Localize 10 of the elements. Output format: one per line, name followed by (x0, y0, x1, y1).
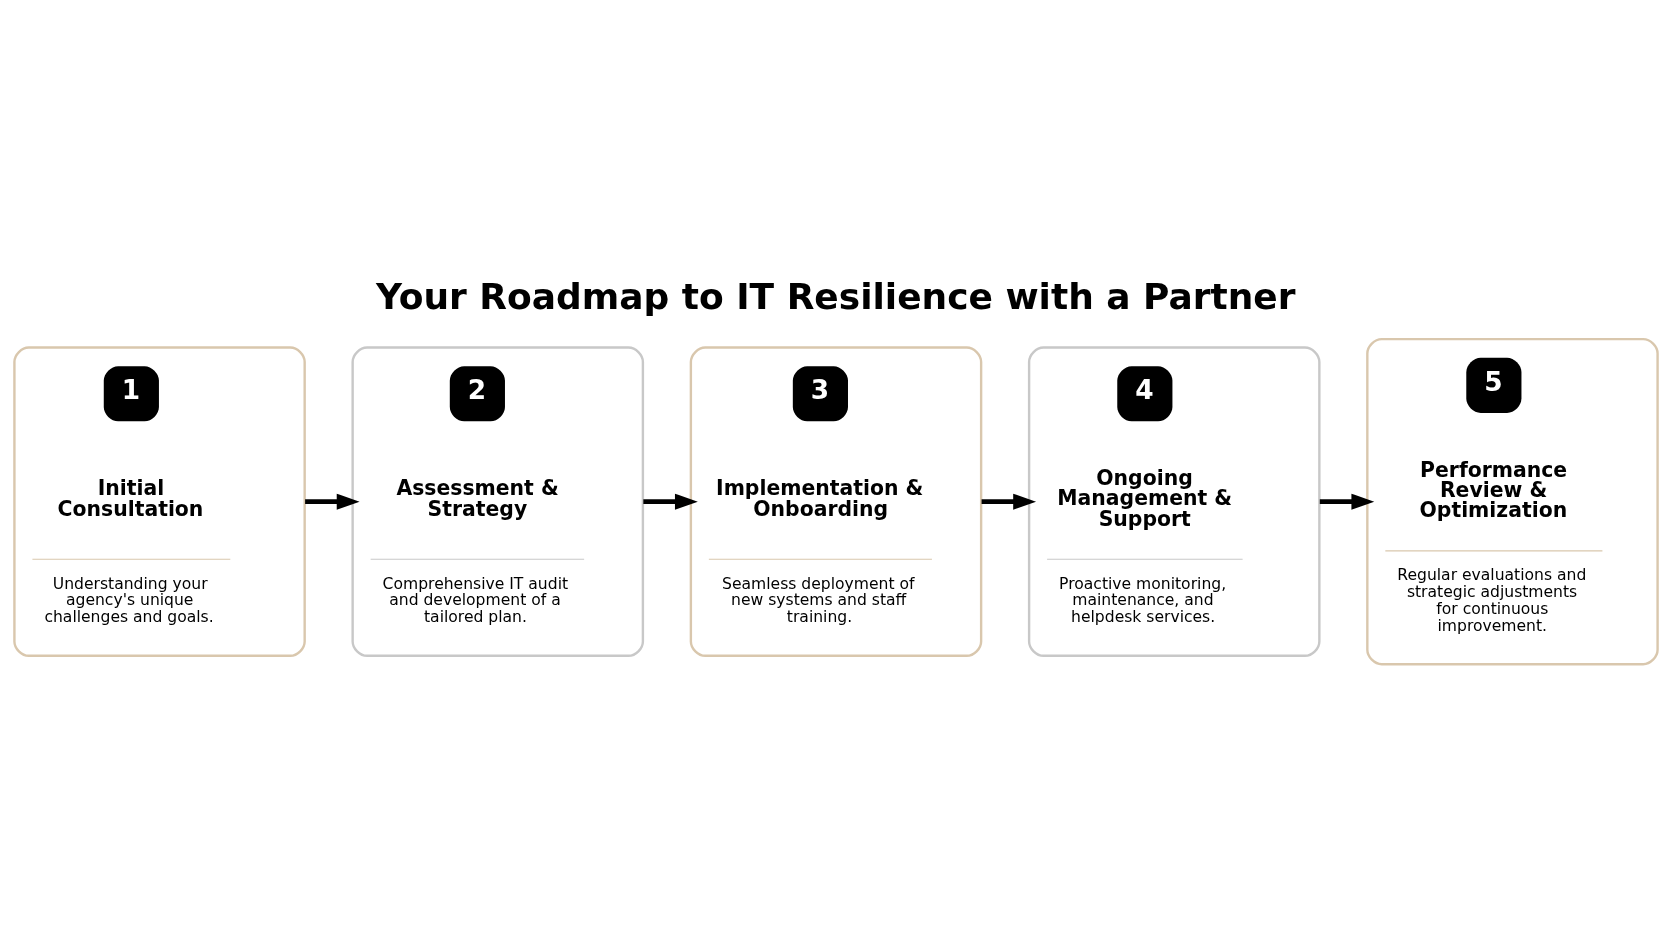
node-box: 3 Implementation & Onboarding Seamless deployment of new systems and staff training. (689, 346, 983, 657)
diagram-title: Your Roadmap to IT Resilience with a Partner (376, 276, 1296, 318)
arrow (1319, 493, 1375, 510)
node-box: 2 Assessment & Strategy Comprehensive IT audit and development of a tailored plan. (351, 346, 645, 657)
arrow (981, 493, 1037, 510)
node-box: 4 Ongoing Management & Support Proactive monitoring, maintenance, and helpdesk services. (1027, 346, 1321, 657)
node-box: 5 Performance Review & Optimization Regular evaluations and strategic adjustments for continuous improvement. (1366, 337, 1659, 666)
node-box: 1 Initial Consultation Understanding your agency's unique challenges and goals. (13, 346, 306, 657)
arrow (643, 493, 698, 510)
arrow (305, 493, 360, 510)
